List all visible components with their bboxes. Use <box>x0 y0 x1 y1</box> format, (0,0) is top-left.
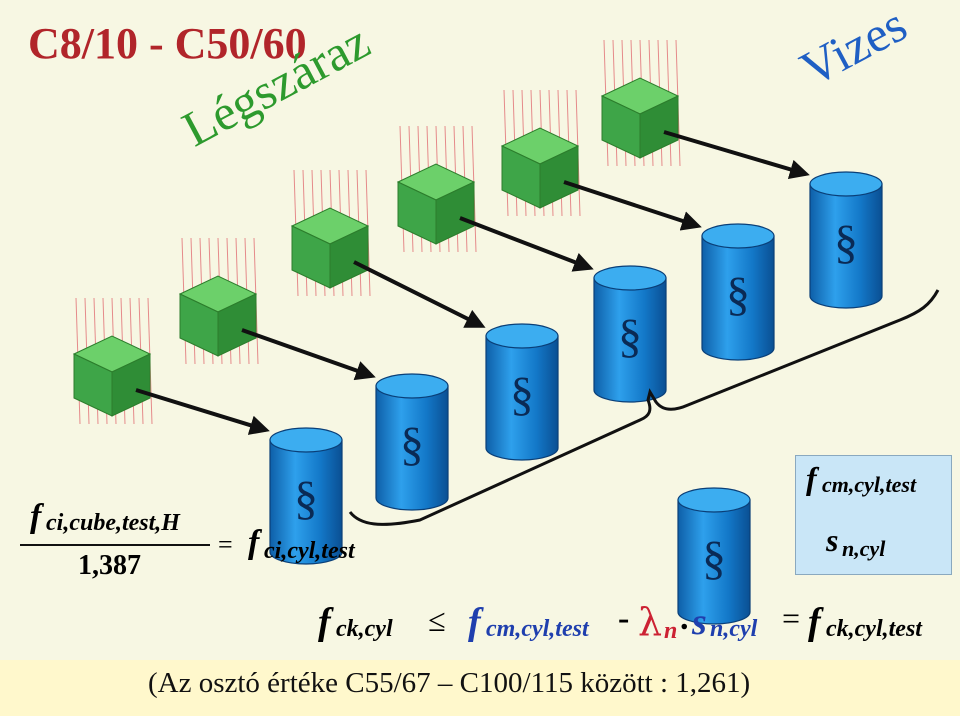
cylinder-body <box>809 183 883 309</box>
cube-specimen <box>178 237 259 365</box>
conversion-result-symbol: f <box>248 524 260 561</box>
cylinder-top <box>677 487 751 513</box>
mean-subscript: cm,cyl,test <box>822 472 917 497</box>
cube-specimen <box>500 89 581 217</box>
formula-dot: . <box>680 600 689 637</box>
paragraph-symbol: § <box>400 418 424 471</box>
stddev-subscript: n,cyl <box>842 536 886 561</box>
cylinder-top <box>593 265 667 291</box>
transfer-arrow <box>459 216 594 272</box>
cylinder-top <box>375 373 449 399</box>
formula-lambda-subscript: n <box>664 618 678 644</box>
mean-symbol: f <box>806 460 817 496</box>
cylinder-specimen: § <box>269 427 343 565</box>
cube-specimen <box>290 169 371 297</box>
footer-note: (Az osztó értéke C55/67 – C100/115 közöt… <box>148 667 751 699</box>
formula-s-symbol: s <box>692 601 707 643</box>
conversion-denominator: 1,387 <box>78 550 141 581</box>
formula-rhs-symbol: f <box>808 601 821 643</box>
cube-right-face <box>217 293 257 357</box>
formula-lambda: λ <box>638 600 663 644</box>
cube-right-face <box>111 353 151 417</box>
conversion-result-subscript: ci,cyl,test <box>264 538 355 564</box>
transfer-arrow <box>563 180 702 231</box>
characteristic-formula: f ck,cyl ≤ f cm,cyl,test - λ n . s n,cyl… <box>318 600 958 656</box>
cylinder-top <box>269 427 343 453</box>
cylinder-body <box>593 277 667 403</box>
conversion-equals: = <box>218 530 233 559</box>
paragraph-symbol: § <box>834 216 858 269</box>
cylinder-group: § § § § § § § <box>269 171 883 625</box>
cylinder-top <box>485 323 559 349</box>
paragraph-symbol: § <box>726 268 750 321</box>
formula-equals: = <box>782 600 801 636</box>
conversion-formula: f ci,cube,test,H 1,387 = f ci,cyl,test <box>20 498 400 588</box>
cube-right-face <box>539 145 579 209</box>
wet-cylinder-specimen: § <box>677 487 751 625</box>
transfer-arrow <box>353 260 486 328</box>
cylinder-body <box>701 235 775 361</box>
cylinder-specimen: § <box>485 323 559 461</box>
paragraph-symbol: § <box>618 310 642 363</box>
stddev-symbol: s <box>826 522 839 558</box>
transfer-arrow <box>135 388 270 435</box>
cube-specimen <box>600 39 681 167</box>
formula-s-subscript: n,cyl <box>710 616 758 642</box>
conversion-numerator-subscript: ci,cube,test,H <box>46 510 180 536</box>
grouping-brace <box>348 289 940 526</box>
transfer-arrow <box>241 328 376 381</box>
cylinder-body <box>677 499 751 625</box>
formula-lhs-symbol: f <box>318 601 331 643</box>
page-title: C8/10 - C50/60 <box>28 19 307 68</box>
cylinder-body <box>485 335 559 461</box>
formula-mean-subscript: cm,cyl,test <box>486 616 589 642</box>
cylinder-specimen: § <box>593 265 667 403</box>
transfer-arrow <box>663 130 810 180</box>
formula-rhs-subscript: ck,cyl,test <box>826 616 922 642</box>
cylinder-specimen: § <box>809 171 883 309</box>
cube-specimen <box>72 297 153 425</box>
cylinder-body <box>269 439 343 565</box>
formula-minus: - <box>618 600 630 637</box>
cylinder-body <box>375 385 449 511</box>
paragraph-symbol: § <box>510 368 534 421</box>
paragraph-symbol: § <box>294 472 318 525</box>
cube-right-face <box>435 181 475 245</box>
fraction-bar <box>20 544 210 546</box>
cube-group <box>72 39 681 425</box>
paragraph-symbol: § <box>702 532 726 585</box>
cylinder-specimen: § <box>375 373 449 511</box>
cylinder-top <box>701 223 775 249</box>
conversion-numerator-symbol: f <box>30 498 42 535</box>
arrow-group <box>135 130 810 435</box>
cylinder-specimen: § <box>701 223 775 361</box>
formula-lhs-subscript: ck,cyl <box>336 616 393 642</box>
formula-mean-symbol: f <box>468 601 481 643</box>
statistics-box: f cm,cyl,test s n,cyl <box>795 455 952 575</box>
footer-band <box>0 660 960 716</box>
cube-specimen <box>396 125 477 253</box>
cube-right-face <box>639 95 679 159</box>
cylinder-top <box>809 171 883 197</box>
formula-leq: ≤ <box>428 602 446 638</box>
